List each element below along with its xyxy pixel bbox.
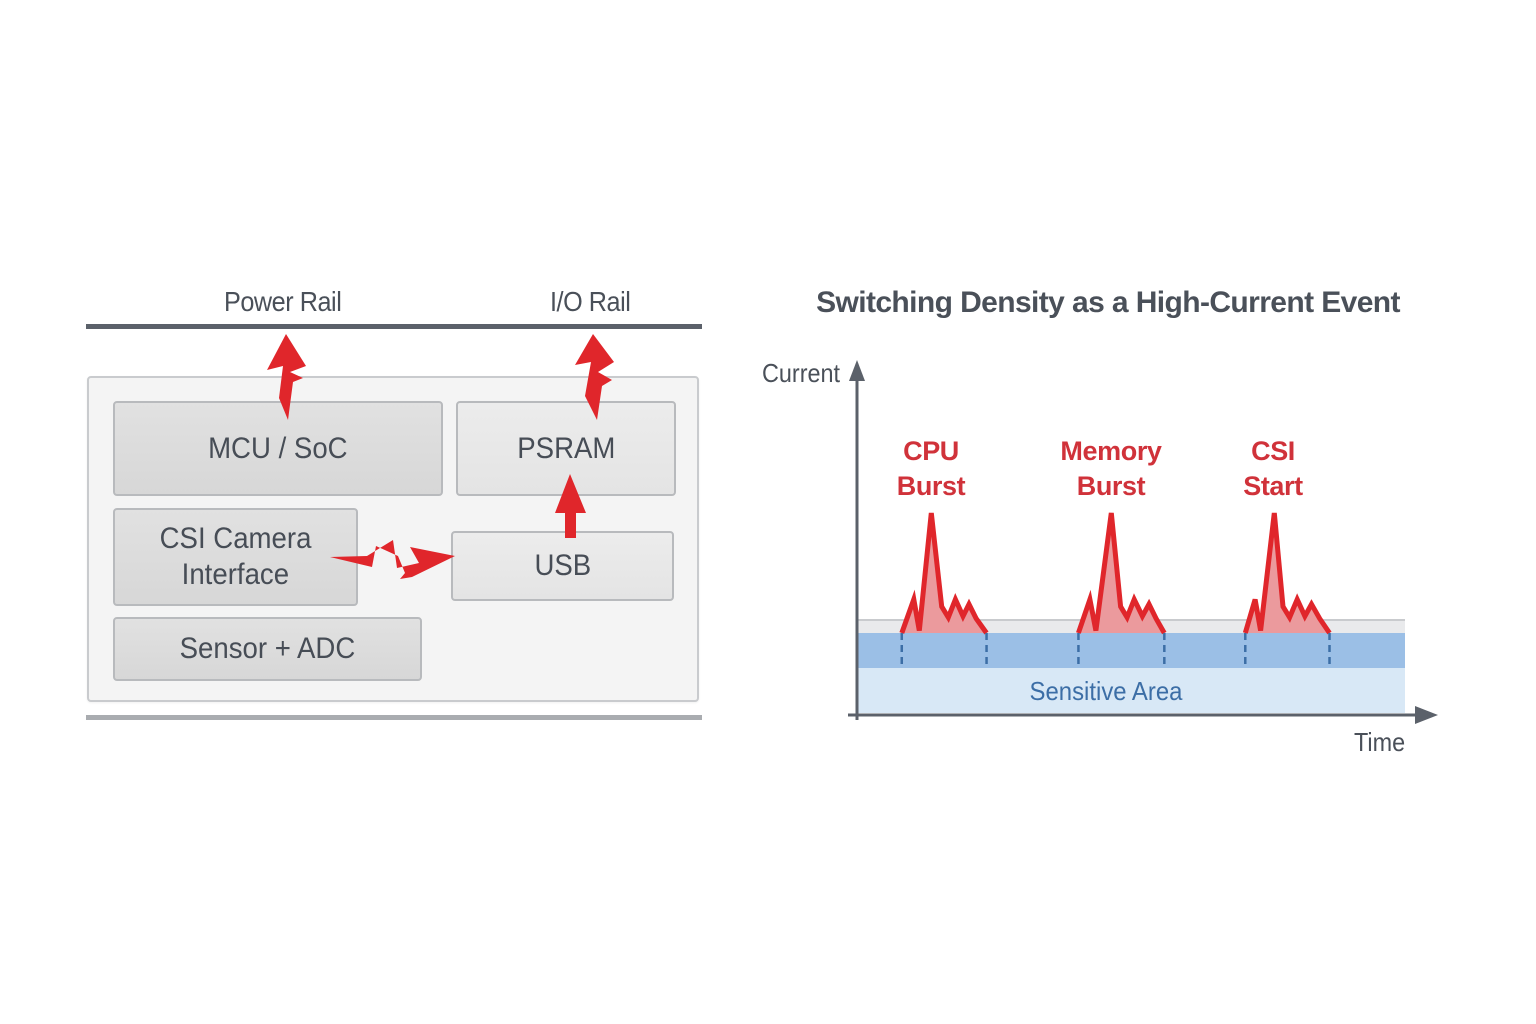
- lightning-arrow-icon: [330, 540, 455, 579]
- event-label-line1: Memory: [1060, 436, 1162, 466]
- sensitive-band-dark: [858, 633, 1405, 668]
- top-rail-line: [86, 324, 702, 329]
- burst-cpu-burst: [899, 512, 989, 668]
- usb-label: USB: [534, 549, 591, 582]
- event-label-line1: CSI: [1251, 436, 1295, 466]
- burst-line: [899, 512, 989, 635]
- event-label-cpu-burst: CPU Burst: [851, 434, 1011, 504]
- event-label-memory-burst: Memory Burst: [1031, 434, 1191, 504]
- burst-line: [1076, 512, 1167, 635]
- x-axis-arrowhead-icon: [1415, 706, 1438, 724]
- mcu-soc-label: MCU / SoC: [208, 431, 348, 465]
- sensor-adc-block: Sensor + ADC: [113, 617, 422, 681]
- csi-camera-label-line1: CSI Camera: [159, 522, 312, 555]
- burst-line: [1242, 512, 1332, 635]
- event-label-line1: CPU: [903, 436, 959, 466]
- x-axis-label: Time: [1354, 727, 1406, 757]
- event-label-csi-start: CSI Start: [1193, 434, 1353, 504]
- burst-area: [1245, 513, 1330, 633]
- csi-camera-label-line2: Interface: [181, 558, 290, 591]
- io-rail-label: I/O Rail: [550, 286, 631, 317]
- up-arrow-icon: [555, 474, 586, 538]
- lightning-arrow-icon: [267, 334, 306, 420]
- sensitive-band-light: [858, 668, 1405, 713]
- sensor-adc-label: Sensor + ADC: [179, 632, 356, 665]
- y-axis-arrowhead-icon: [849, 360, 865, 381]
- burst-csi-start: [1242, 512, 1332, 668]
- event-label-line2: Burst: [896, 471, 966, 501]
- mcu-soc-block: MCU / SoC: [113, 401, 443, 496]
- event-label-line2: Start: [1243, 471, 1303, 501]
- chart-title: Switching Density as a High-Current Even…: [816, 286, 1400, 319]
- sensitive-area-label: Sensitive Area: [1029, 676, 1183, 706]
- psram-label: PSRAM: [516, 431, 616, 465]
- lightning-arrow-icon: [575, 334, 614, 420]
- burst-memory-burst: [1076, 512, 1167, 668]
- usb-block: USB: [451, 531, 674, 601]
- event-label-line2: Burst: [1076, 471, 1146, 501]
- y-axis-label: Current: [762, 358, 841, 388]
- bottom-rail-line: [86, 715, 702, 720]
- power-rail-label: Power Rail: [224, 286, 342, 317]
